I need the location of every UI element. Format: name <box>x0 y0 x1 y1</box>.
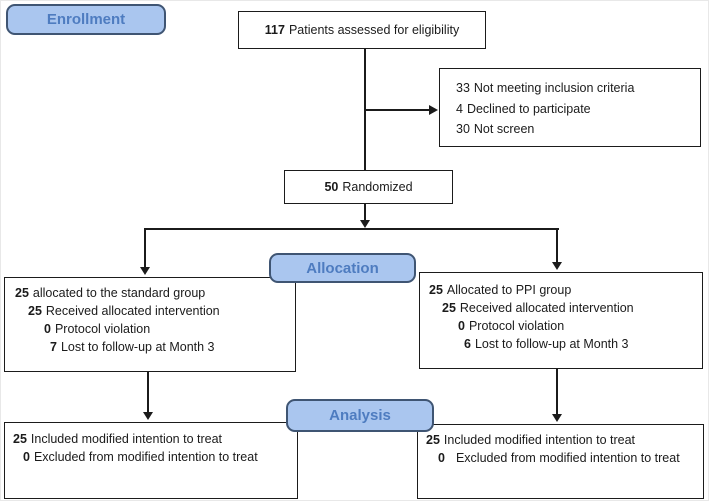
arrowhead-down-icon <box>360 220 370 228</box>
connector-alloc-left-to-analysis-left <box>147 372 149 412</box>
phase-label-allocation: Allocation <box>269 253 416 283</box>
arrowhead-right-icon <box>429 105 438 115</box>
phase-label-enrollment: Enrollment <box>6 4 166 35</box>
arrowhead-down-icon <box>143 412 153 420</box>
connector-to-exclusion <box>365 109 429 111</box>
phase-label-analysis: Analysis <box>286 399 434 432</box>
allocation-label: Allocation <box>306 259 379 277</box>
arrowhead-down-icon <box>552 262 562 270</box>
enrollment-label: Enrollment <box>46 11 126 28</box>
connector-randomized-to-branch <box>364 204 366 221</box>
analysis-label: Analysis <box>329 407 391 424</box>
connector-branch-to-alloc-right <box>556 228 558 262</box>
branch-line <box>144 228 559 230</box>
arrowhead-down-icon <box>140 267 150 275</box>
connector-branch-to-alloc-left <box>144 228 146 267</box>
connector-alloc-right-to-analysis-right <box>556 369 558 414</box>
arrowhead-down-icon <box>552 414 562 422</box>
